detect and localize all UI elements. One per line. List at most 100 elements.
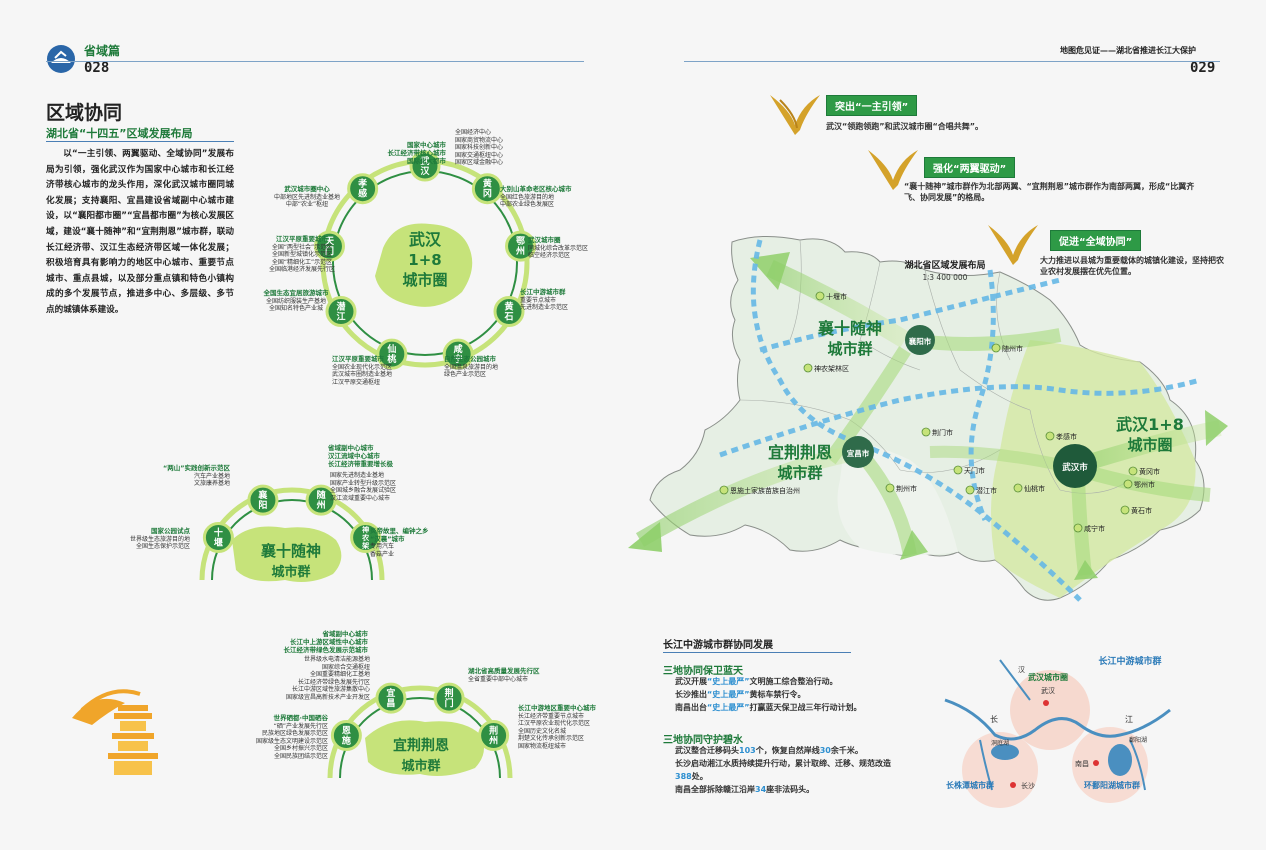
wuhan-node-char: 黄 (504, 301, 513, 313)
wuhan-node-char: 冈 (483, 189, 492, 200)
wuhan-node-circle (347, 173, 379, 205)
item-highlight: “史上最严” (707, 690, 750, 699)
mini-map-wuhan: 武汉 (1041, 686, 1055, 695)
ann-line: 同城化综合改革示范区 (528, 244, 589, 252)
middle-rule (663, 652, 851, 653)
wuhan-node-char: 州 (515, 246, 525, 257)
ann-line: 汉江流域重要中心城市 (330, 494, 391, 502)
ann-line: 国家公园试点 (151, 527, 190, 535)
middle-item1-1: 武汉开展“史上最严”文明施工综合整治行动。 (675, 675, 935, 688)
yi-node-char: 施 (342, 735, 351, 747)
map-cluster-wuhan-line2: 城市圈 (1127, 436, 1172, 454)
xiang-circle-map-shape (232, 526, 342, 582)
xiang-node-char: 州 (316, 500, 326, 511)
xiang-node-char: 随 (317, 489, 326, 501)
map-city-marker-qianjiang (965, 485, 975, 495)
item-number: 103 (739, 746, 756, 755)
ann-line: 世界级水电清洁能源基地 (303, 656, 370, 663)
map-city-marker-xiaogan (1045, 431, 1055, 441)
map-city-marker-enshi (719, 485, 729, 495)
ann-line: 长江中游地区重要中心城市 (518, 704, 596, 712)
mini-map-dongting: 洞庭湖 (991, 739, 1009, 747)
header-right-rule (684, 61, 1220, 62)
xiang-node-char: 神 (362, 525, 369, 534)
xiang-node-char: 堰 (214, 537, 223, 549)
yi-node-char: 昌 (386, 698, 395, 709)
ann-line: 临空经济示范区 (528, 252, 571, 259)
wuhan-node-circle (409, 150, 441, 182)
wuhan-node-char: 潜 (336, 301, 346, 313)
map-city-label-tianmen: 天门市 (964, 466, 985, 475)
ann-line: 国家级生态文明建设示范区 (255, 737, 328, 745)
ann-line: 国家产业转型升级示范区 (330, 479, 397, 487)
map-city-marker-xianning (1073, 523, 1083, 533)
xiang-node-char: 襄 (257, 489, 268, 501)
map-city-label-suizhou: 随州市 (1002, 344, 1023, 353)
xiang-node-circle (305, 484, 337, 516)
item-highlight: “史上最严” (707, 677, 750, 686)
mini-map-nanchang-pin-icon (1093, 760, 1099, 766)
map-city-label-enshi: 恩施土家族苗族自治州 (730, 486, 800, 495)
ann-line: 长江中游区域性旅游集散中心 (291, 686, 370, 693)
item-pre: 武汉整合迁移码头 (675, 746, 739, 755)
ann-line: “汉襄”城市 (370, 535, 405, 543)
ann-line: 全国经济中心 (455, 129, 492, 136)
ann-line: 全国农业现代化示范区 (332, 363, 393, 371)
wuhan-node-char: 汉 (420, 165, 430, 177)
mini-map-wuhan-pin-icon (1043, 700, 1049, 706)
map-city-label-shennongjia: 神农架林区 (814, 364, 849, 373)
mini-map-nanchang: 南昌 (1075, 759, 1089, 768)
ann-line: 汽车产业基地 (193, 472, 230, 480)
yi-node-char: 荆 (445, 687, 454, 699)
yi-node-circle (478, 720, 510, 751)
ann-line: 全国“两型社会”示范区 (271, 243, 333, 251)
ann-line: 全国乡村振兴示范区 (273, 745, 328, 752)
ann-line: 长江经济带重要节点城市 (518, 712, 585, 720)
ann-line: 香菇产业 (370, 551, 395, 558)
wuhan-node-circle (493, 296, 525, 327)
intro-paragraph: 以“一主引领、两翼驱动、全域协同”发展布局为引领，强化武汉作为国家中心城市和长江… (46, 149, 234, 315)
ann-line: 全国新型城镇化示范区 (271, 251, 332, 258)
wuhan-node-circle (505, 230, 537, 262)
wuhan-node-char: 鄂 (516, 236, 525, 247)
xiang-node-circle (202, 522, 234, 553)
xiang-node-char: 十 (214, 527, 223, 539)
mini-map-title: 长江中游城市群 (1098, 655, 1161, 667)
ann-line: 荆楚文化传承创新示范区 (518, 735, 585, 742)
ann-line: 先进制造业示范区 (520, 304, 569, 311)
yi-node-circle (433, 682, 465, 714)
yellow-crane-tower-icon (72, 689, 158, 775)
map-city-label-huanggang: 黄冈市 (1139, 467, 1160, 476)
map-cluster-wuhan-line1: 武汉1+8 (1116, 415, 1184, 434)
ann-line: 国家区域金融中心 (455, 159, 504, 166)
ann-line: “硒”产业发展先行区 (273, 722, 328, 730)
strategy-tag-1: 突出“一主引领” (826, 95, 918, 116)
wuhan-circle-center-line1: 武汉 (409, 230, 442, 249)
wuhan-node-circle (376, 338, 408, 370)
ann-line: 全国生态宜居旅游城市 (263, 289, 329, 297)
ann-line: 湖北省高质量发展先行区 (468, 667, 540, 675)
ann-line: 全国民族团结示范区 (273, 752, 328, 760)
map-city-label-ezhou: 鄂州市 (1134, 480, 1155, 489)
mini-map-wuhan-group: 武汉城市圈 (1028, 672, 1068, 682)
item-mid: 个，恢复自然岸线 (755, 746, 820, 755)
ann-line: 长江经济带绿色发展示范城市 (283, 646, 369, 654)
item-number: 34 (755, 785, 767, 794)
item-mid: 座非法码头。 (766, 785, 815, 794)
ann-line: 绿色产业示范区 (444, 371, 487, 378)
ann-line: 中部“农业”枢纽 (285, 201, 329, 208)
mini-map-river3: 汉 (1018, 666, 1025, 674)
wuhan-node-char: 武 (420, 155, 429, 167)
yi-circle-center-line2: 城市群 (401, 758, 440, 774)
map-city-marker-huangshi (1120, 505, 1130, 515)
item-pre: 南昌出台 (675, 703, 707, 712)
ann-line: 全国“精细化工”示范区 (271, 258, 333, 266)
map-city-label-xianning: 咸宁市 (1084, 524, 1105, 533)
wuhan-ann-top-right: 全国经济中心 国家商贸物流中心 国家科技创新中心 国家交通枢纽中心 国家区域金融… (455, 129, 525, 167)
ann-line: 国家先进制造业基地 (330, 472, 385, 479)
middle-item1-3: 南昌出台“史上最严”打赢蓝天保卫战三年行动计划。 (675, 701, 935, 714)
wuhan-node-char: 感 (358, 188, 367, 200)
map-title: 湖北省区域发展布局 (904, 259, 985, 271)
